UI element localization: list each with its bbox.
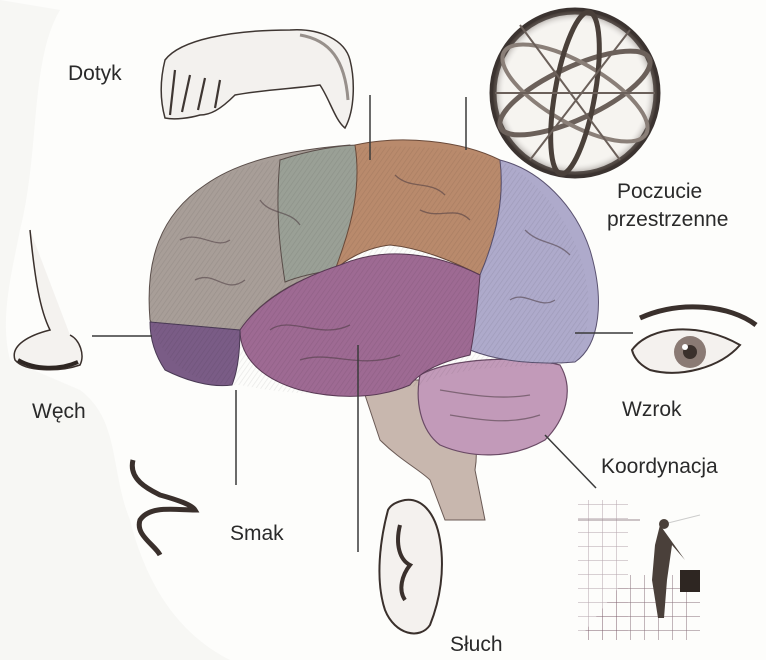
leader-lines — [92, 95, 633, 552]
walking-figure-illustration — [578, 500, 701, 640]
nose-illustration — [13, 229, 83, 371]
armillary-sphere-illustration — [489, 7, 661, 179]
label-poczucie-line2: przestrzenne — [607, 208, 729, 231]
label-sluch: Słuch — [450, 633, 503, 656]
hand-illustration — [160, 29, 355, 130]
eye-illustration — [630, 304, 758, 374]
label-wech: Węch — [32, 400, 86, 423]
face-silhouette — [0, 0, 230, 660]
label-smak: Smak — [230, 522, 284, 545]
label-wzrok: Wzrok — [622, 398, 682, 421]
label-dotyk: Dotyk — [68, 62, 122, 85]
label-koordynacja: Koordynacja — [601, 455, 718, 478]
label-poczucie-line1: Poczucie — [617, 180, 703, 203]
ear-illustration — [378, 498, 443, 635]
lips-illustration — [129, 459, 200, 557]
